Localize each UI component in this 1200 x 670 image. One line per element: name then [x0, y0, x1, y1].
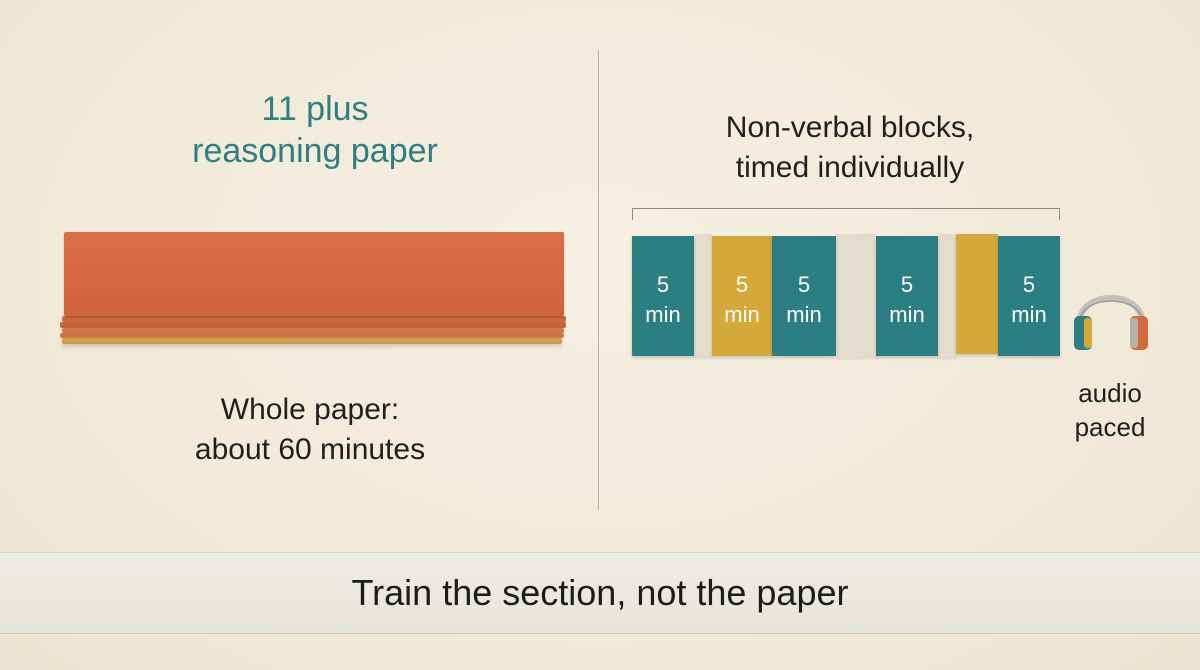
left-title-line-1: 11 plus — [261, 90, 369, 128]
blocks-bracket — [632, 208, 1060, 220]
time-block: 5 min — [998, 236, 1060, 356]
paper-strip — [694, 234, 712, 358]
time-block-unit: min — [786, 302, 822, 327]
left-panel-title: 11 plus reasoning paper — [130, 88, 500, 172]
right-title-line-2: timed individually — [735, 151, 965, 184]
paper-strip — [938, 234, 956, 358]
time-block-number: 5 — [797, 272, 811, 297]
paper-sheet — [62, 328, 564, 333]
paper-sheet — [60, 333, 564, 338]
time-block: 5 min — [876, 236, 938, 356]
time-block: 5 min — [772, 236, 836, 356]
time-block-number: 5 — [735, 272, 749, 297]
time-block-number: 5 — [900, 272, 914, 297]
time-block-unit: min — [1011, 302, 1047, 327]
paper-strip — [834, 233, 878, 359]
audio-caption-line-2: paced — [1074, 412, 1146, 442]
time-block-unit: min — [724, 302, 760, 327]
banner-text: Train the section, not the paper — [351, 572, 849, 613]
time-block-number: 5 — [1022, 272, 1036, 297]
time-block-unit: min — [889, 302, 925, 327]
audio-paced-label: audio paced — [1050, 376, 1170, 444]
left-panel-caption: Whole paper: about 60 minutes — [140, 390, 480, 470]
timed-blocks-row: 5 min 5 min 5 min 5 min 5 min — [632, 232, 1062, 362]
audio-caption-line-1: audio — [1078, 378, 1142, 408]
time-block-number: 5 — [656, 272, 670, 297]
paper-sheet — [62, 338, 562, 344]
right-panel-title: Non-verbal blocks, timed individually — [640, 108, 1060, 188]
time-block-unit: min — [645, 302, 681, 327]
paper-sheet-top — [64, 232, 564, 316]
time-block: 5 min — [632, 236, 694, 356]
left-title-line-2: reasoning paper — [192, 132, 438, 170]
left-caption-line-1: Whole paper: — [220, 393, 400, 426]
panel-divider — [598, 50, 599, 510]
right-title-line-1: Non-verbal blocks, — [725, 111, 975, 144]
paper-stack — [58, 232, 570, 362]
time-block: 5 min — [712, 236, 772, 356]
left-caption-line-2: about 60 minutes — [194, 433, 426, 466]
paper-sheet — [60, 322, 566, 328]
mustard-strip — [956, 234, 998, 354]
bottom-banner: Train the section, not the paper — [0, 552, 1200, 634]
headphones-icon — [1074, 295, 1148, 350]
paper-sheet — [62, 316, 566, 322]
